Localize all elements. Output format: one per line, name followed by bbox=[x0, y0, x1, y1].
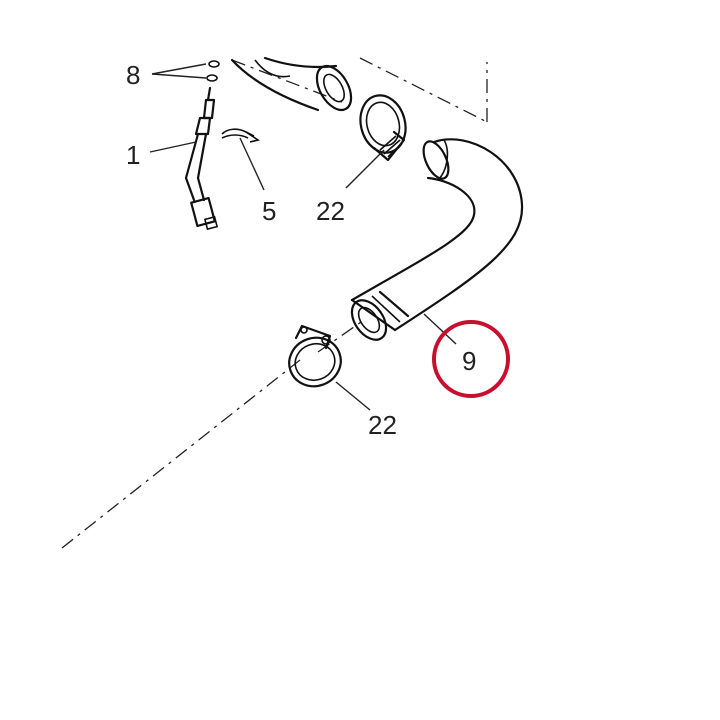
callout-9: 9 bbox=[462, 346, 476, 376]
callout-22-bottom: 22 bbox=[368, 410, 397, 440]
retaining-clip bbox=[221, 128, 260, 143]
temperature-sensor bbox=[184, 60, 220, 231]
upstream-pipe bbox=[230, 56, 353, 112]
callout-1: 1 bbox=[126, 140, 140, 170]
hose-clamp-top bbox=[359, 94, 407, 162]
center-lines bbox=[61, 57, 488, 549]
leader-lines bbox=[149, 63, 457, 411]
callout-5: 5 bbox=[262, 196, 276, 226]
callout-8: 8 bbox=[126, 60, 140, 90]
callout-22-top: 22 bbox=[316, 196, 345, 226]
coolant-hose bbox=[350, 138, 524, 341]
highlight-ring bbox=[432, 320, 510, 398]
hose-clamp-bottom bbox=[288, 324, 342, 388]
